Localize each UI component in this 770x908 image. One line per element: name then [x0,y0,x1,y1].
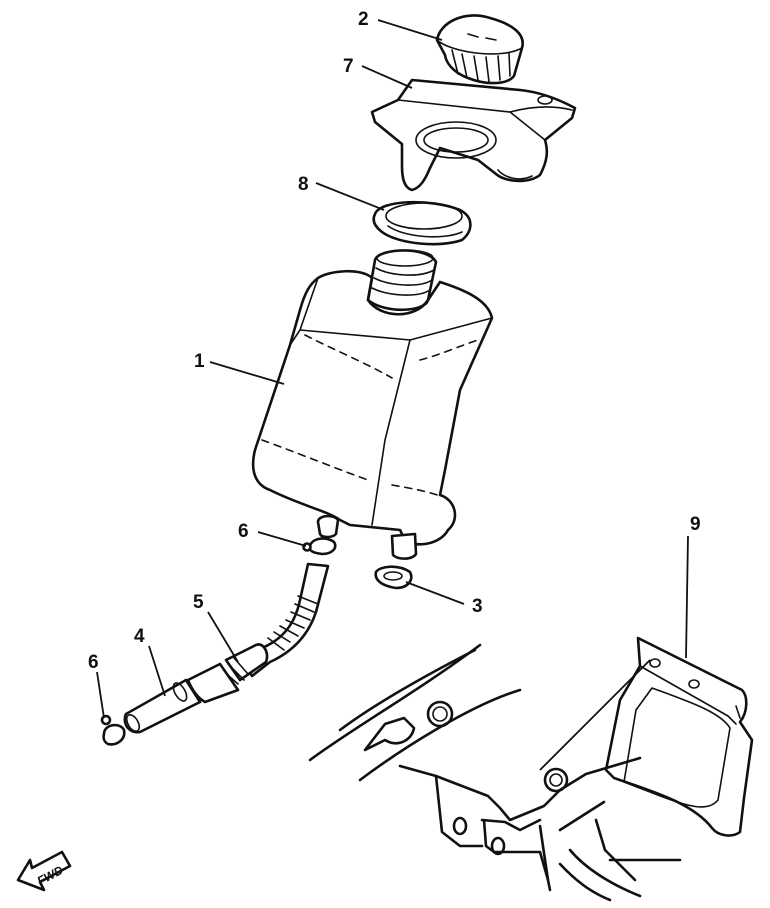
callout-tank: 1 [194,351,205,372]
callout-seal: 8 [298,174,309,195]
lower-clip-part [100,714,126,746]
upper-clip-part [302,537,337,556]
callout-hose: 5 [193,592,204,613]
cap-bracket-part [370,78,577,192]
callout-grommet: 3 [472,596,483,617]
callout-clip-upper: 6 [238,521,249,542]
tank-bracket-part [604,636,754,837]
cap-part [435,14,524,85]
callout-cap-bracket: 7 [343,56,354,77]
forward-arrow: FWD [16,850,72,892]
callout-pipe: 4 [134,626,145,647]
callout-cap: 2 [358,9,369,30]
tank-part [251,249,494,560]
seal-part [372,200,472,246]
callout-clip-lower: 6 [88,652,99,673]
hose-part [186,562,330,704]
callout-tank-bracket: 9 [690,514,701,535]
leader-lines [96,19,689,771]
frame-structure [308,643,682,902]
pipe-part [123,678,202,734]
grommet-part [374,565,413,590]
